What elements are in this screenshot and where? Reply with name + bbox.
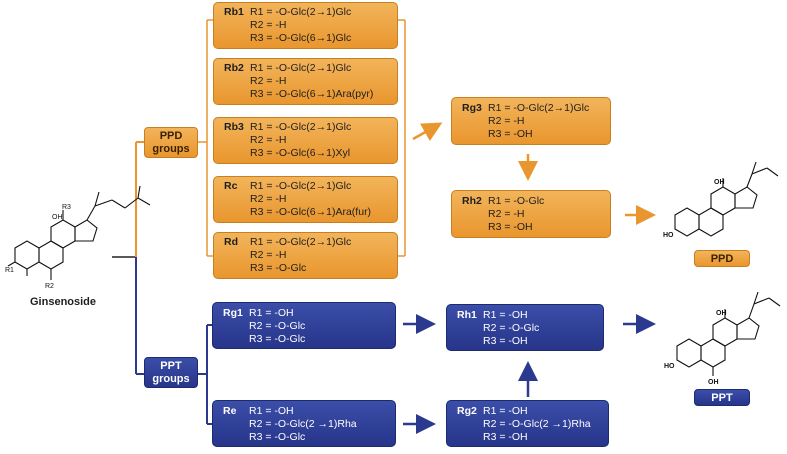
- ppd-product-label: PPD: [694, 250, 750, 267]
- ppd-oh-label: OH: [714, 179, 725, 186]
- ppd-groups-label: PPD groups: [144, 127, 198, 158]
- ppt-product-label: PPT: [694, 389, 750, 406]
- r3-label: R3: [62, 204, 71, 211]
- ppt-structure: [676, 291, 781, 376]
- ginsenoside-label: Ginsenoside: [30, 296, 97, 308]
- ppt-oh-label-2: OH: [708, 379, 719, 386]
- r2-label: R2: [45, 283, 54, 290]
- ginsenoside-structure: [7, 185, 151, 280]
- ppt-ho-label: HO: [664, 363, 675, 370]
- ppt-groups-label: PPT groups: [144, 357, 198, 388]
- arrow-to-rg3: [412, 122, 443, 142]
- ppd-ho-label: HO: [663, 232, 674, 239]
- ppt-oh-label: OH: [716, 310, 727, 317]
- ppd-structure: [674, 161, 779, 237]
- r1-label: R1: [5, 267, 14, 274]
- oh-label: OH: [52, 214, 63, 221]
